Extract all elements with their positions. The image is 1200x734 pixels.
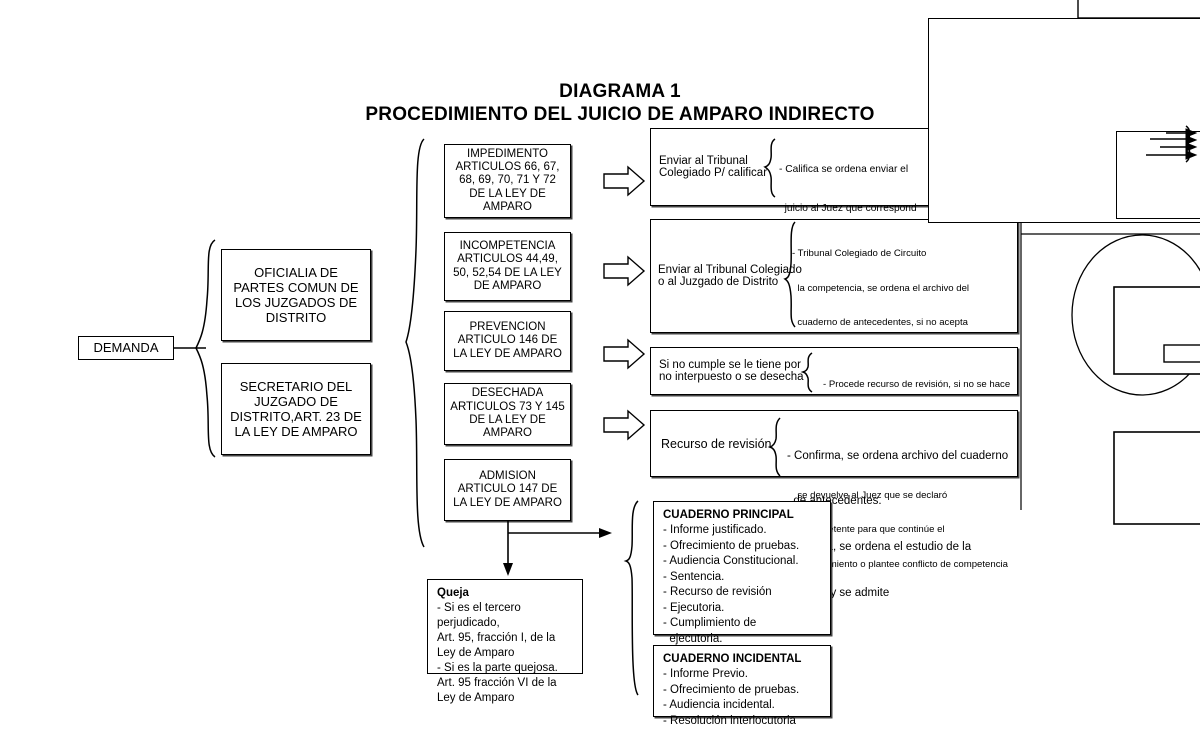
node-prevencion-label: PREVENCION ARTICULO 146 DE LA LEY DE AMP… xyxy=(453,321,562,360)
node-admision[interactable]: ADMISION ARTICULO 147 DE LA LEY DE AMPAR… xyxy=(444,459,571,521)
node-cuaderno-principal[interactable]: CUADERNO PRINCIPAL - Informe justificado… xyxy=(653,501,831,660)
node-demanda[interactable]: DEMANDA xyxy=(78,336,174,360)
node-admision-label: ADMISION ARTICULO 147 DE LA LEY DE AMPAR… xyxy=(453,470,562,509)
cuaderno-principal-line-8: ejecutoria. xyxy=(663,632,723,645)
node-incompetencia-outcome[interactable]: Enviar al Tribunal Colegiado o al Juzgad… xyxy=(650,219,1018,570)
node-prevencion[interactable]: PREVENCION ARTICULO 146 DE LA LEY DE AMP… xyxy=(444,311,571,371)
impedimento-outcome-left: Enviar al Tribunal Colegiado P/ califica… xyxy=(659,129,779,205)
title-line-2: PROCEDIMIENTO DEL JUICIO DE AMPARO INDIR… xyxy=(365,104,875,126)
brace-cuadernos xyxy=(623,500,639,696)
prevencion-outcome-left-l2: no interpuesto o se desecha xyxy=(659,371,804,383)
incompetencia-outcome-line-2: la competencia, se ordena el archivo del xyxy=(792,282,970,294)
queja-content: Queja - Si es el tercero perjudicado, Ar… xyxy=(428,580,582,711)
recurso-revision-line-1: - Confirma, se ordena archivo del cuader… xyxy=(787,449,1009,462)
node-incompetencia-label: INCOMPETENCIA ARTICULOS 44,49, 50, 52,54… xyxy=(453,239,562,292)
node-queja[interactable]: Queja - Si es el tercero perjudicado, Ar… xyxy=(427,579,583,704)
cuaderno-principal-line-7: - Cumplimiento de xyxy=(663,617,757,630)
cuaderno-principal-line-5: - Recurso de revisión xyxy=(663,586,772,599)
impedimento-outcome-left-l1: Enviar al Tribunal xyxy=(659,155,748,167)
queja-line-4: - Si es la parte quejosa. xyxy=(437,661,558,674)
partial-ellipse xyxy=(1071,234,1200,396)
recurso-revision-left: Recurso de revisión xyxy=(661,411,787,476)
prevencion-outcome-left: Si no cumple se le tiene por no interpue… xyxy=(659,348,823,394)
node-recurso-revision-outcome[interactable]: Recurso de revisión - Confirma, se orden… xyxy=(650,410,1018,599)
incompetencia-outcome-left-l1: Enviar al Tribunal Colegiado xyxy=(658,264,802,276)
node-oficialia-label: OFICIALIA DE PARTES COMUN DE LOS JUZGADO… xyxy=(233,264,359,326)
cuaderno-principal-line-6: - Ejecutoria. xyxy=(663,601,725,614)
page-title: DIAGRAMA 1 PROCEDIMIENTO DEL JUICIO DE A… xyxy=(220,80,1020,126)
node-desechada-label: DESECHADA ARTICULOS 73 Y 145 DE LA LEY D… xyxy=(450,387,565,440)
brace-stages xyxy=(405,138,425,548)
cuaderno-incidental-line-3: - Audiencia incidental. xyxy=(663,699,775,712)
queja-line-3: Ley de Amparo xyxy=(437,646,515,659)
cuaderno-incidental-content: CUADERNO INCIDENTAL - Informe Previo. - … xyxy=(654,646,830,734)
node-impedimento-label: IMPEDIMENTO ARTICULOS 66, 67, 68, 69, 70… xyxy=(455,147,560,213)
cuaderno-principal-line-2: - Ofrecimiento de pruebas. xyxy=(663,539,800,552)
partial-rect-top xyxy=(1077,0,1200,19)
node-incompetencia[interactable]: INCOMPETENCIA ARTICULOS 44,49, 50, 52,54… xyxy=(444,232,571,301)
queja-line-6: Ley de Amparo xyxy=(437,691,515,704)
queja-line-2: Art. 95, fracción I, de la xyxy=(437,631,556,644)
cuaderno-incidental-line-1: - Informe Previo. xyxy=(663,668,748,681)
cuaderno-principal-line-3: - Audiencia Constitucional. xyxy=(663,555,799,568)
partial-rect-notch xyxy=(1163,344,1200,363)
brace-intake xyxy=(195,239,216,458)
cuaderno-principal-line-4: - Sentencia. xyxy=(663,570,725,583)
node-oficialia-de-partes[interactable]: OFICIALIA DE PARTES COMUN DE LOS JUZGADO… xyxy=(221,249,371,341)
partial-rect-lower xyxy=(1113,431,1200,525)
impedimento-outcome-line-1: - Califica se ordena enviar el xyxy=(779,163,909,175)
partial-rect-mid xyxy=(1113,286,1200,375)
queja-line-1: - Si es el tercero perjudicado, xyxy=(437,601,521,629)
queja-line-5: Art. 95 fracción VI de la xyxy=(437,676,557,689)
block-arrow-impedimento xyxy=(603,165,646,197)
incompetencia-outcome-left-l2: o al Juzgado de Distrito xyxy=(658,276,779,288)
cuaderno-principal-content: CUADERNO PRINCIPAL - Informe justificado… xyxy=(654,502,830,668)
node-impedimento[interactable]: IMPEDIMENTO ARTICULOS 66, 67, 68, 69, 70… xyxy=(444,144,571,218)
incompetencia-outcome-left: Enviar al Tribunal Colegiado o al Juzgad… xyxy=(658,220,806,332)
node-demanda-label: DEMANDA xyxy=(93,340,159,356)
block-arrow-desechada xyxy=(603,409,646,441)
incompetencia-outcome-line-8: se devuelve al Juez que se declaró xyxy=(792,489,948,501)
edge-admision-to-queja-head xyxy=(503,563,513,576)
cuaderno-incidental-line-4: - Resolución interlocutoria xyxy=(663,714,796,727)
cuaderno-principal-heading: CUADERNO PRINCIPAL xyxy=(663,509,794,521)
incompetencia-outcome-line-1: - Tribunal Colegiado de Circuito xyxy=(792,248,927,259)
impedimento-outcome-left-l2: Colegiado P/ calificar xyxy=(659,167,768,179)
node-secretario-label: SECRETARIO DEL JUZGADO DE DISTRITO,ART. … xyxy=(230,378,362,440)
node-prevencion-outcome[interactable]: Si no cumple se le tiene por no interpue… xyxy=(650,347,1018,463)
prevencion-outcome-line-1: - Procede recurso de revisión, si no se … xyxy=(823,378,1011,390)
impedimento-outcome-line-2: juicio al Juez que correspond xyxy=(779,203,917,215)
queja-heading: Queja xyxy=(437,587,469,599)
edge-admision-to-cuadernos-head xyxy=(599,528,612,538)
recurso-revision-left-l1: Recurso de revisión xyxy=(661,436,772,451)
cuaderno-incidental-line-2: - Ofrecimiento de pruebas. xyxy=(663,683,800,696)
node-desechada[interactable]: DESECHADA ARTICULOS 73 Y 145 DE LA LEY D… xyxy=(444,383,571,445)
title-line-1: DIAGRAMA 1 xyxy=(559,81,681,102)
node-secretario-juzgado[interactable]: SECRETARIO DEL JUZGADO DE DISTRITO,ART. … xyxy=(221,363,371,455)
cuaderno-incidental-heading: CUADERNO INCIDENTAL xyxy=(663,653,802,665)
incompetencia-outcome-line-3: cuaderno de antecedentes, si no acepta xyxy=(792,317,969,328)
prevencion-outcome-left-l1: Si no cumple se le tiene por xyxy=(659,359,801,371)
block-arrow-incompetencia xyxy=(603,255,646,287)
cuaderno-principal-line-1: - Informe justificado. xyxy=(663,524,767,537)
block-arrow-prevencion xyxy=(603,338,646,370)
node-cuaderno-incidental[interactable]: CUADERNO INCIDENTAL - Informe Previo. - … xyxy=(653,645,831,727)
occluding-inner-rect xyxy=(1116,131,1200,219)
